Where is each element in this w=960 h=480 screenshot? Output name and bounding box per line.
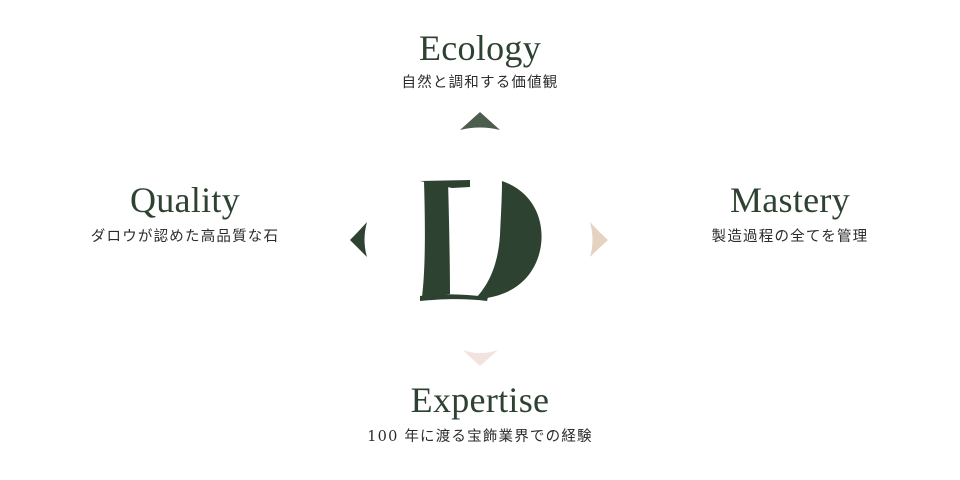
arrow-up-icon xyxy=(460,112,500,130)
pillar-expertise: Expertise 100 年に渡る宝飾業界での経験 xyxy=(330,380,630,446)
pillar-mastery: Mastery 製造過程の全てを管理 xyxy=(680,180,900,246)
pillar-quality: Quality ダロウが認めた高品質な石 xyxy=(60,180,310,246)
pillar-title-ecology: Ecology xyxy=(418,28,542,68)
pillar-subtitle-expertise: 100 年に渡る宝飾業界での経験 xyxy=(367,429,593,445)
arrow-down-icon xyxy=(463,350,498,366)
pillar-title-mastery: Mastery xyxy=(729,180,851,220)
pillar-subtitle-mastery: 製造過程の全てを管理 xyxy=(711,229,869,245)
pillar-subtitle-ecology: 自然と調和する価値観 xyxy=(401,75,559,91)
pillar-ecology: Ecology 自然と調和する価値観 xyxy=(380,28,580,92)
arrow-right-icon xyxy=(590,222,608,257)
pillar-subtitle-quality: ダロウが認めた高品質な石 xyxy=(90,229,280,245)
pillar-title-expertise: Expertise xyxy=(410,380,550,420)
pillar-title-quality: Quality xyxy=(129,180,241,220)
center-diagram xyxy=(350,112,608,366)
arrow-left-icon xyxy=(350,222,367,257)
logo-d-icon xyxy=(420,180,542,301)
